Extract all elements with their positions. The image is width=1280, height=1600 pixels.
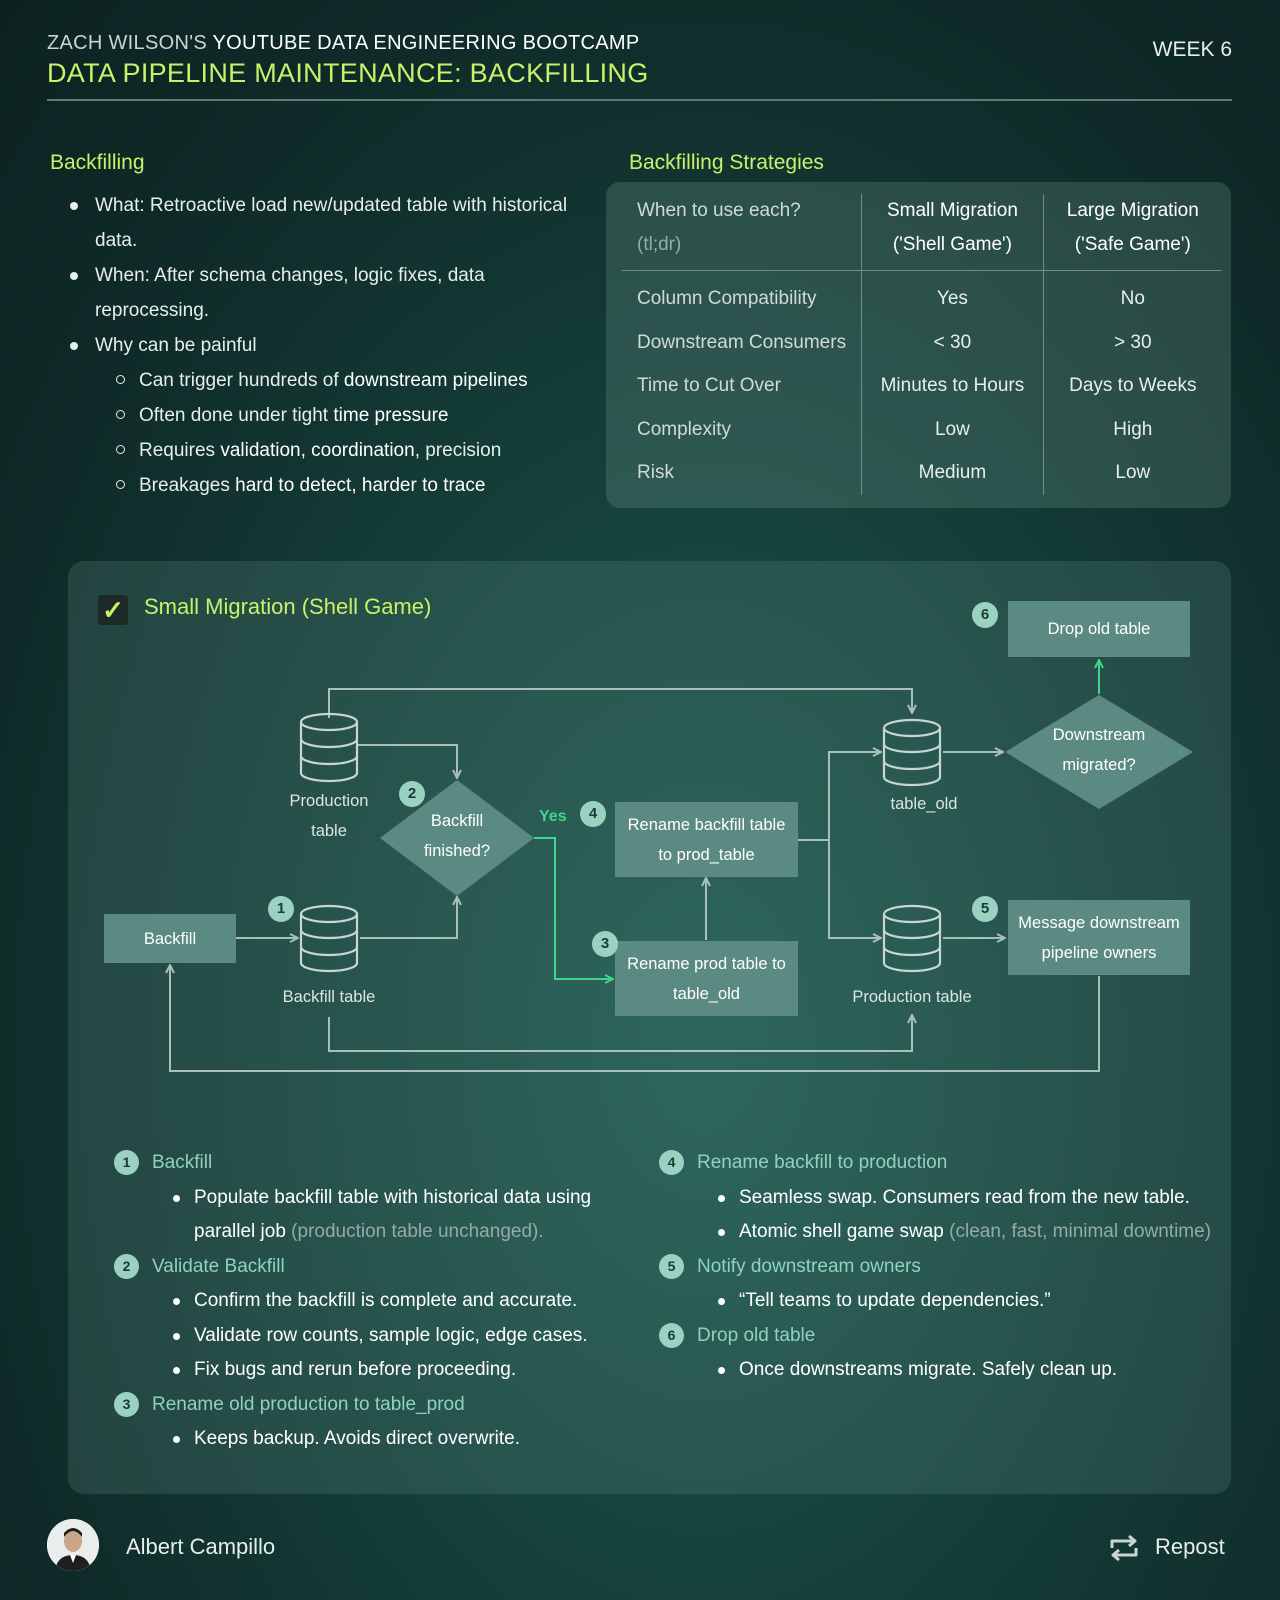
step-bullet: Populate backfill table with historical … <box>114 1181 644 1250</box>
node-rename-backfill: Rename backfill table to prod_table <box>615 802 798 877</box>
strategies-title: Backfilling Strategies <box>629 151 824 174</box>
step-bullet: Keeps backup. Avoids direct overwrite. <box>114 1422 644 1457</box>
repost-icon[interactable] <box>1106 1534 1142 1562</box>
header-series: ZACH WILSON'S YOUTUBE DATA ENGINEERING B… <box>47 32 639 55</box>
edge-table-to-diamond <box>360 897 457 939</box>
diagram-title: Small Migration (Shell Game) <box>144 594 432 619</box>
step-bullet: Confirm the backfill is complete and acc… <box>114 1284 644 1319</box>
edge-backfilltable-to-prodtable <box>328 1015 912 1052</box>
strategies-panel <box>606 182 1231 508</box>
step-bullet: Validate row counts, sample logic, edge … <box>114 1319 644 1354</box>
table-header-large: Large Migration <box>1066 200 1199 221</box>
edge-to-tableold <box>828 752 881 840</box>
label-production-table: Production table <box>289 792 369 840</box>
table-row: Downstream Consumers < 30 > 30 <box>622 320 1222 364</box>
step-badge-6: 6 <box>972 602 998 628</box>
database-icon-production-right <box>882 904 942 973</box>
backfilling-bullets: What: Retroactive load new/updated table… <box>70 188 590 503</box>
label-table-old: table_old <box>890 795 958 813</box>
database-icon-backfill-table <box>299 904 359 973</box>
table-header-large-sub: ('Safe Game') <box>1074 234 1191 255</box>
week-label: WEEK 6 <box>1152 38 1232 61</box>
avatar[interactable] <box>47 1519 99 1571</box>
header-divider <box>47 99 1232 101</box>
table-row: Time to Cut Over Minutes to Hours Days t… <box>622 364 1222 408</box>
sub-bullet: Can trigger hundreds of downstream pipel… <box>70 363 590 398</box>
step-bullet: Seamless swap. Consumers read from the n… <box>659 1181 1219 1216</box>
author-name[interactable]: Albert Campillo <box>126 1534 276 1559</box>
table-header-divider <box>622 270 1222 271</box>
table-row: Risk Medium Low <box>622 451 1222 495</box>
bullet-why: Why can be painful <box>70 328 590 363</box>
step-bullet: Fix bugs and rerun before proceeding. <box>114 1353 644 1388</box>
table-header-row: When to use each? (tl;dr) Small Migratio… <box>622 194 1222 270</box>
sub-bullet: Often done under tight time pressure <box>70 398 590 433</box>
repost-button[interactable]: Repost <box>1155 1534 1225 1559</box>
table-header-question-sub: (tl;dr) <box>637 234 682 255</box>
bullet-what: What: Retroactive load new/updated table… <box>70 188 590 258</box>
bullet-when: When: After schema changes, logic fixes,… <box>70 258 590 328</box>
sub-bullet: Requires validation, coordination, preci… <box>70 433 590 468</box>
yes-label: Yes <box>539 808 567 825</box>
edge-prod-to-tableold <box>328 688 912 718</box>
table-row: Complexity Low High <box>622 407 1222 451</box>
page-title: DATA PIPELINE MAINTENANCE: BACKFILLING <box>47 58 649 88</box>
step-badge-2: 2 <box>399 781 425 807</box>
backfilling-title: Backfilling <box>50 151 145 174</box>
table-row: Column Compatibility Yes No <box>622 277 1222 321</box>
step-badge-5: 5 <box>972 896 998 922</box>
node-message-downstream: Message downstream pipeline owners <box>1008 900 1190 975</box>
table-header-question: When to use each? <box>637 200 801 221</box>
edge-to-prodtable <box>828 840 881 938</box>
header-series-name: YOUTUBE DATA ENGINEERING BOOTCAMP <box>212 32 640 54</box>
header-series-author: ZACH WILSON'S <box>47 32 207 54</box>
table-header-small-sub: ('Shell Game') <box>892 234 1013 255</box>
decision-backfill-finished-label: Backfill finished? <box>423 812 491 860</box>
strategies-table: When to use each? (tl;dr) Small Migratio… <box>622 194 1222 495</box>
database-icon-production <box>299 712 359 783</box>
diagram-panel <box>68 561 1231 1494</box>
decision-downstream-migrated <box>1005 695 1193 809</box>
sub-bullet: Breakages hard to detect, harder to trac… <box>70 468 590 503</box>
edge-yes-to-renameprod <box>534 837 613 979</box>
edge-prod-to-diamond <box>358 744 457 778</box>
step-badge-4: 4 <box>580 801 606 827</box>
database-icon-table-old <box>882 718 942 787</box>
label-production-table-right: Production table <box>852 988 972 1006</box>
step-bullet: Once downstreams migrate. Safely clean u… <box>659 1353 1219 1388</box>
step-badge-1: 1 <box>268 896 294 922</box>
node-drop-old: Drop old table <box>1008 601 1190 657</box>
check-icon: ✓ <box>98 595 128 625</box>
decision-downstream-label: Downstream migrated? <box>1052 726 1146 774</box>
node-backfill: Backfill <box>104 914 236 963</box>
step-bullet: Atomic shell game swap (clean, fast, min… <box>659 1215 1219 1250</box>
edge-message-to-backfill <box>170 965 1100 1072</box>
label-backfill-table: Backfill table <box>282 988 376 1006</box>
step-bullet: “Tell teams to update dependencies.” <box>659 1284 1219 1319</box>
step-badge-3: 3 <box>592 931 618 957</box>
table-header-small: Small Migration <box>886 200 1018 221</box>
node-rename-prod: Rename prod table to table_old <box>615 941 798 1016</box>
decision-backfill-finished <box>380 780 534 896</box>
